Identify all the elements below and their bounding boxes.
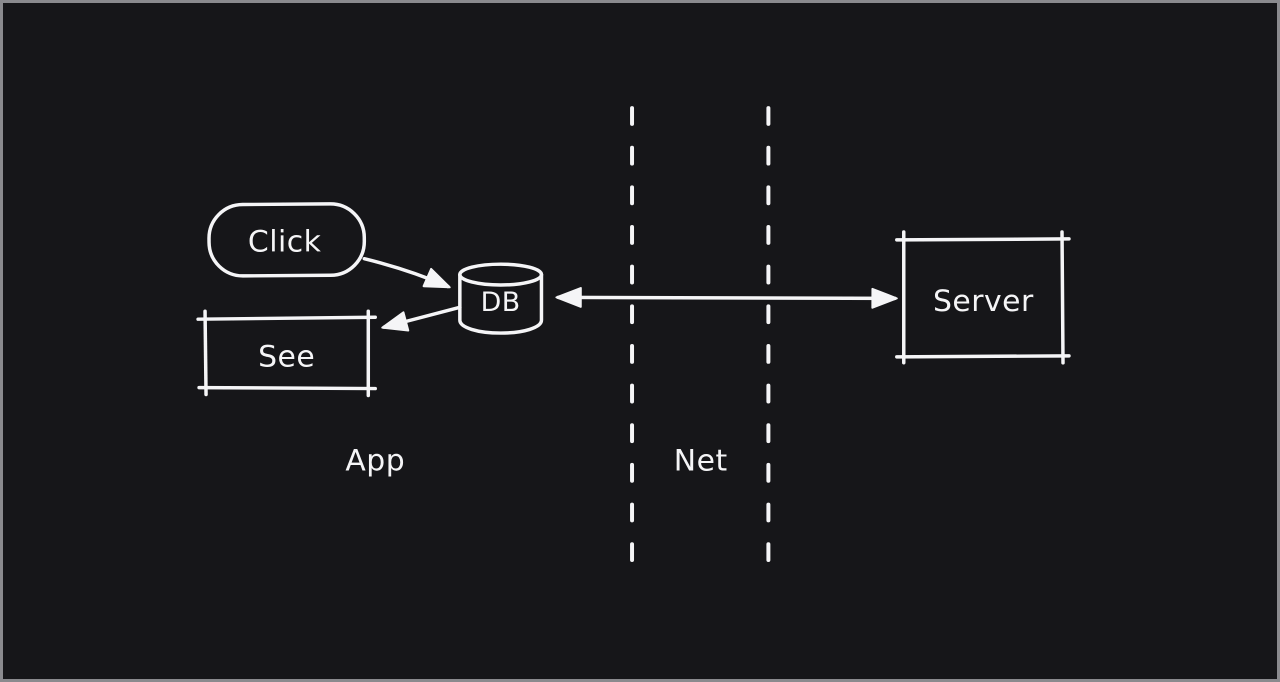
node-see[interactable]: See: [196, 309, 377, 398]
node-db-label: DB: [481, 287, 521, 318]
diagram-canvas[interactable]: Click DB See Server: [3, 3, 1277, 679]
node-server[interactable]: Server: [895, 230, 1071, 365]
node-server-label: Server: [933, 284, 1034, 319]
arrow-db-to-see[interactable]: [381, 305, 462, 332]
arrow-click-to-db[interactable]: [362, 256, 451, 289]
label-app-zone: App: [345, 443, 405, 478]
node-click-label: Click: [248, 224, 322, 259]
node-db[interactable]: DB: [458, 262, 544, 335]
node-see-label: See: [258, 339, 315, 374]
label-net-zone: Net: [674, 443, 728, 478]
node-click[interactable]: Click: [207, 202, 367, 278]
arrow-db-server-double[interactable]: [555, 287, 898, 309]
